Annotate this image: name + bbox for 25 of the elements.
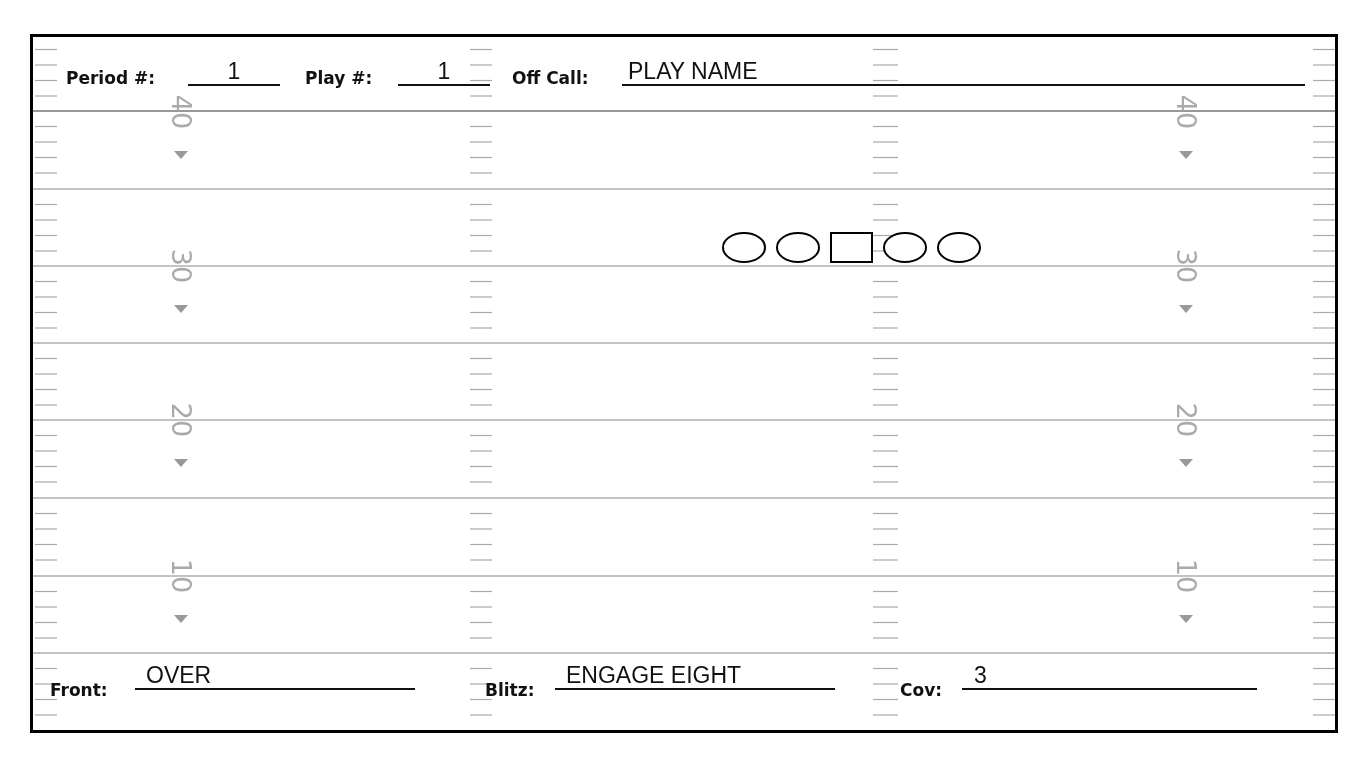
player-circle [883,232,927,264]
yard-number: 30 [1171,247,1201,286]
fill-in-line: PLAY NAME [622,58,1305,86]
player-circle [776,232,820,264]
yard-number: 10 [166,557,196,596]
field-label: Blitz: [485,680,535,700]
field-label: Play #: [305,68,373,88]
fill-in-line: 1 [398,58,490,86]
player-square [830,232,874,264]
yard-number: 30 [166,247,196,286]
player-circle [937,232,981,264]
yard-number: 20 [166,401,196,440]
field-label: Off Call: [512,68,589,88]
fill-in-line: OVER [135,662,415,690]
player-circle [722,232,766,264]
fill-in-line: 3 [962,662,1257,690]
field-label: Period #: [66,68,155,88]
yard-number: 20 [1171,401,1201,440]
fill-in-line: ENGAGE EIGHT [555,662,835,690]
yard-number: 40 [1171,93,1201,132]
yard-number: 10 [1171,557,1201,596]
fill-in-line: 1 [188,58,280,86]
field-label: Cov: [900,680,943,700]
yard-number: 40 [166,93,196,132]
field-label: Front: [50,680,108,700]
